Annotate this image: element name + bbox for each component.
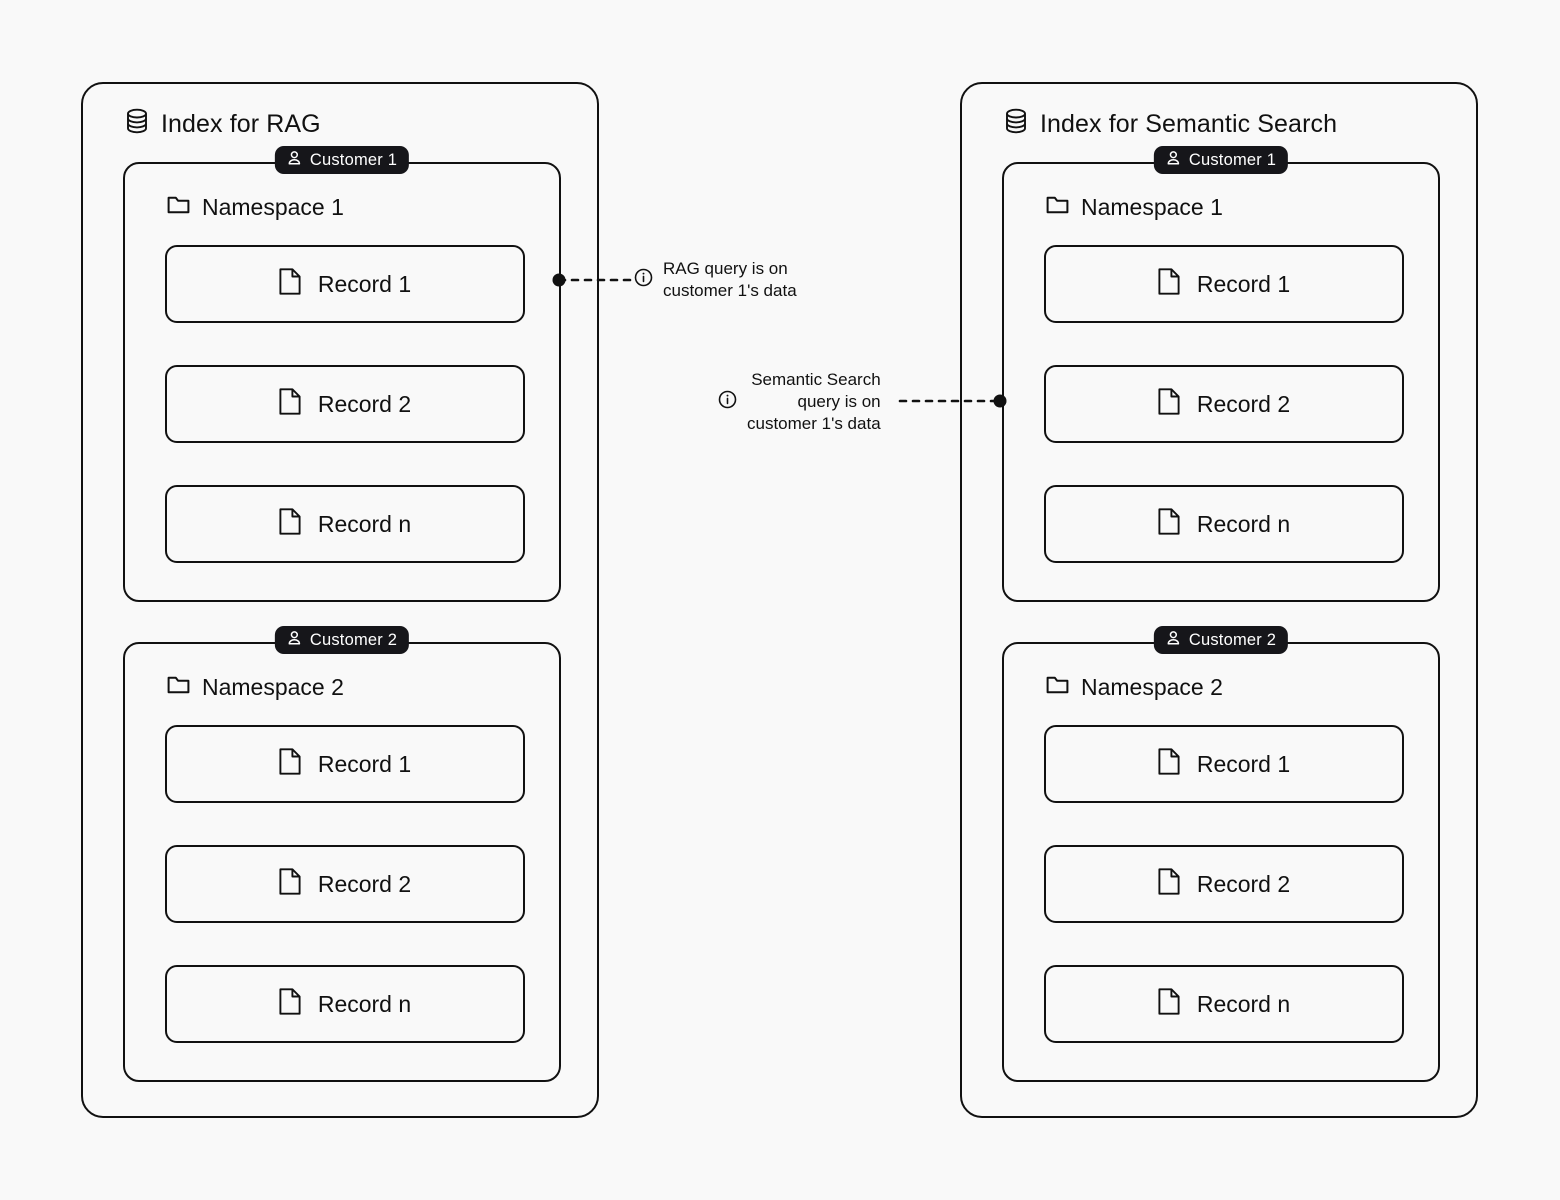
database-icon [1004,108,1028,141]
record-label: Record 1 [1196,750,1291,777]
database-icon [125,108,149,141]
index-panel-semantic-search: Index for Semantic Search Customer 1 [960,82,1478,1118]
person-icon [287,630,302,651]
record-box[interactable]: Record 2 [165,365,525,443]
person-icon [1166,150,1181,171]
namespace-box-customer-2: Customer 2 Namespace 2 Record 1 [1002,626,1440,1082]
person-icon [287,150,302,171]
folder-icon [167,194,190,221]
record-label: Record 2 [317,390,412,417]
namespace-box-customer-1: Customer 1 Namespace 1 Record 1 [123,146,561,602]
customer-badge-2: Customer 2 [1153,626,1289,654]
customer-badge-1: Customer 1 [274,146,410,174]
namespace-title: Namespace 2 [167,674,344,701]
customer-badge-label: Customer 2 [309,630,398,649]
file-icon [279,388,301,420]
customer-badge-label: Customer 2 [1188,630,1277,649]
record-label: Record n [317,510,412,537]
namespace-title: Namespace 2 [1046,674,1223,701]
record-box[interactable]: Record 1 [1044,725,1404,803]
record-box[interactable]: Record 2 [165,845,525,923]
info-icon [718,390,737,414]
file-icon [1158,988,1180,1020]
record-box[interactable]: Record 1 [165,245,525,323]
record-label: Record 2 [1196,390,1291,417]
record-label: Record 1 [1196,270,1291,297]
namespace-title-label: Namespace 1 [202,194,344,220]
customer-badge-2: Customer 2 [274,626,410,654]
namespace-box-customer-2: Customer 2 Namespace 2 Record 1 [123,626,561,1082]
namespace-title: Namespace 1 [1046,194,1223,221]
namespace-title: Namespace 1 [167,194,344,221]
record-label: Record 2 [317,870,412,897]
record-box[interactable]: Record n [165,485,525,563]
index-title-label: Index for Semantic Search [1040,110,1338,138]
folder-icon [1046,194,1069,221]
record-box[interactable]: Record n [165,965,525,1043]
record-label: Record n [1196,510,1291,537]
file-icon [1158,268,1180,300]
annotation-text: RAG query is on customer 1's data [663,259,797,300]
customer-badge-1: Customer 1 [1153,146,1289,174]
info-icon [634,268,653,292]
namespace-title-label: Namespace 1 [1081,194,1223,220]
file-icon [1158,508,1180,540]
file-icon [279,268,301,300]
namespace-title-label: Namespace 2 [202,674,344,700]
index-panel-rag: Index for RAG Customer 1 Na [81,82,599,1118]
record-label: Record 1 [317,750,412,777]
file-icon [279,988,301,1020]
file-icon [1158,388,1180,420]
record-box[interactable]: Record n [1044,485,1404,563]
annotation-semantic-search: Semantic Search query is on customer 1's… [718,369,881,435]
file-icon [1158,748,1180,780]
file-icon [279,748,301,780]
namespace-box-customer-1: Customer 1 Namespace 1 Record 1 [1002,146,1440,602]
index-title-label: Index for RAG [161,110,321,138]
record-box[interactable]: Record 1 [1044,245,1404,323]
annotation-rag: RAG query is on customer 1's data [634,258,797,302]
annotation-text: Semantic Search query is on customer 1's… [747,370,881,433]
record-label: Record n [317,990,412,1017]
record-box[interactable]: Record 2 [1044,845,1404,923]
person-icon [1166,630,1181,651]
file-icon [279,508,301,540]
record-box[interactable]: Record 1 [165,725,525,803]
folder-icon [1046,674,1069,701]
customer-badge-label: Customer 1 [1188,150,1277,169]
record-label: Record n [1196,990,1291,1017]
namespace-title-label: Namespace 2 [1081,674,1223,700]
record-box[interactable]: Record n [1044,965,1404,1043]
record-label: Record 2 [1196,870,1291,897]
folder-icon [167,674,190,701]
index-title-rag: Index for RAG [125,108,321,141]
index-title-semantic-search: Index for Semantic Search [1004,108,1337,141]
customer-badge-label: Customer 1 [309,150,398,169]
record-label: Record 1 [317,270,412,297]
record-box[interactable]: Record 2 [1044,365,1404,443]
file-icon [1158,868,1180,900]
file-icon [279,868,301,900]
